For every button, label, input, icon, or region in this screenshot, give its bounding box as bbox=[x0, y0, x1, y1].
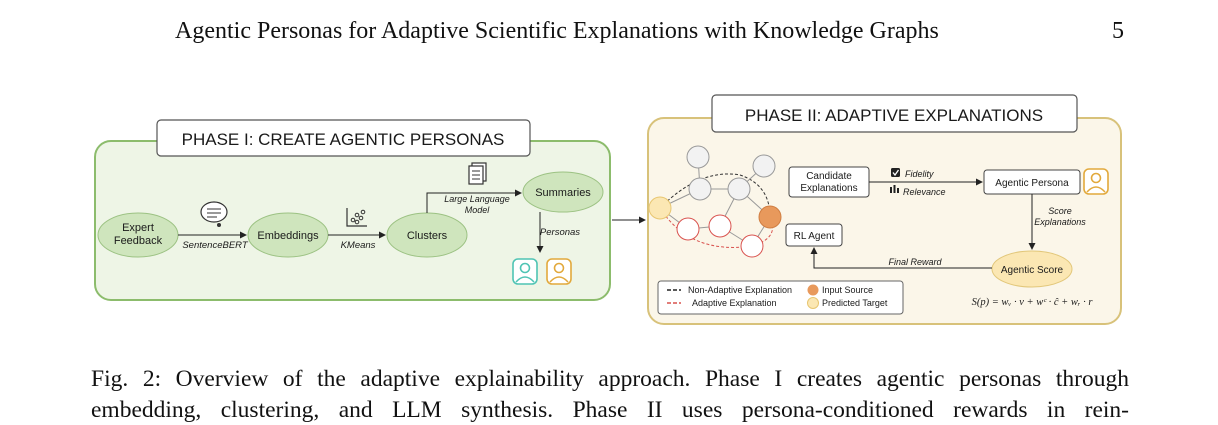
sentencebert-label: SentenceBERT bbox=[182, 240, 249, 251]
phase2-title-box bbox=[711, 94, 1078, 133]
final-reward-label: Final Reward bbox=[888, 257, 942, 267]
arrow-clusters-summaries bbox=[426, 189, 522, 213]
summaries-node bbox=[522, 171, 604, 213]
clusters-label: Clusters bbox=[407, 230, 448, 242]
agentic-score-node bbox=[991, 250, 1073, 288]
legend-input-source-swatch bbox=[807, 284, 819, 296]
knowledge-graph bbox=[648, 145, 782, 258]
personas-label: Personas bbox=[540, 227, 580, 238]
kmeans-label: KMeans bbox=[341, 240, 376, 251]
rl-agent-box bbox=[785, 223, 843, 247]
candidate-label-2: Explanations bbox=[800, 183, 857, 194]
expert-feedback-label-1: Expert bbox=[122, 222, 154, 234]
phase2-title: PHASE II: ADAPTIVE EXPLANATIONS bbox=[745, 106, 1043, 125]
user-persona-icon bbox=[512, 258, 572, 285]
phase1-title-box bbox=[156, 119, 531, 157]
llm-label-2: Model bbox=[465, 205, 491, 215]
figure-caption-line-2: embedding, clustering, and LLM synthesis… bbox=[91, 397, 1129, 423]
rl-agent-label: RL Agent bbox=[794, 231, 835, 242]
legend-adaptive-label: Adaptive Explanation bbox=[692, 298, 777, 308]
agentic-score-formula: S(p) = wᵥ · v + wᶜ · ĉ + wᵣ · r bbox=[972, 297, 1094, 308]
agentic-persona-label: Agentic Persona bbox=[995, 178, 1069, 189]
page-number: 5 bbox=[1112, 18, 1124, 44]
summaries-label: Summaries bbox=[535, 187, 591, 199]
legend-non-adaptive-label: Non-Adaptive Explanation bbox=[688, 285, 792, 295]
checkbox-icon bbox=[891, 168, 900, 177]
figure-caption-line-1: Fig. 2: Overview of the adaptive explain… bbox=[91, 366, 1129, 392]
legend-predicted-target-swatch bbox=[807, 297, 819, 309]
legend-box bbox=[657, 280, 904, 315]
llm-label-1: Large Language bbox=[444, 194, 510, 204]
embeddings-label: Embeddings bbox=[257, 230, 319, 242]
score-explanations-label-1: Score bbox=[1048, 206, 1072, 216]
fidelity-label: Fidelity bbox=[905, 169, 934, 179]
score-explanations-label-2: Explanations bbox=[1034, 217, 1086, 227]
arrow-final-reward bbox=[810, 247, 992, 269]
running-title: Agentic Personas for Adaptive Scientific… bbox=[175, 18, 939, 44]
speech-bubble-icon bbox=[200, 201, 228, 227]
document-stack-icon bbox=[468, 162, 487, 185]
legend-predicted-target-label: Predicted Target bbox=[822, 298, 888, 308]
legend-input-source-label: Input Source bbox=[822, 285, 873, 295]
scatter-plot-icon bbox=[346, 208, 367, 227]
phase1-title: PHASE I: CREATE AGENTIC PERSONAS bbox=[182, 130, 505, 149]
user-persona-icon bbox=[1083, 168, 1109, 195]
expert-feedback-label-2: Feedback bbox=[114, 235, 163, 247]
candidate-label-1: Candidate bbox=[806, 171, 852, 182]
relevance-icon bbox=[890, 185, 899, 193]
agentic-score-label: Agentic Score bbox=[1001, 265, 1064, 276]
relevance-label: Relevance bbox=[903, 187, 946, 197]
